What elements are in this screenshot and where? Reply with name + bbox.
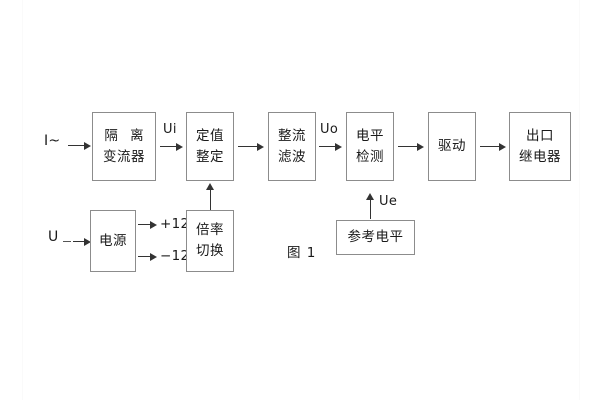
voltage-input-label: U [48,229,59,245]
block-multiplier-switch-line-2: 切换 [196,243,224,259]
block-reference-level: 参考电平 [336,220,415,255]
block-level-detect: 电平 检测 [346,112,394,181]
ui-label: Ui [163,122,177,137]
supply-negative-line [138,256,151,257]
current-input-arrow-icon [84,142,91,150]
supply-positive-arrow-icon [150,221,157,229]
block-drive: 驱动 [428,112,476,181]
reference-to-level-arrow-icon [366,193,374,200]
ue-label: Ue [379,194,398,209]
uo-line [319,146,336,147]
ui-arrow-icon [176,143,183,151]
block-multiplier-switch: 倍率 切换 [186,210,234,272]
voltage-input-line [73,241,85,242]
reference-to-level-line [370,199,371,219]
level-to-drive-line [398,146,418,147]
block-setting-value-line-2: 整定 [196,148,224,165]
multiplier-to-setting-arrow-icon [206,183,214,190]
supply-positive-line [138,224,151,225]
drive-to-relay-arrow-icon [499,143,506,151]
block-output-relay: 出口 继电器 [509,112,571,181]
supply-negative-arrow-icon [150,253,157,261]
block-reference-level-line-1: 参考电平 [347,229,404,246]
figure-panel [22,0,580,400]
multiplier-to-setting-line [210,189,211,210]
block-level-detect-line-2: 检测 [356,148,384,165]
voltage-input-arrow-icon [84,238,91,246]
block-setting-value: 定值 整定 [186,112,234,181]
uo-label: Uo [320,122,339,137]
drive-to-relay-line [480,146,500,147]
current-input-label: I~ [44,133,61,149]
setting-to-rectify-arrow-icon [257,143,264,151]
current-input-line [68,145,85,146]
figure-caption: 图 1 [287,245,317,261]
block-level-detect-line-1: 电平 [356,127,384,144]
block-power-supply-line-1: 电源 [99,232,127,249]
block-power-supply: 电源 [90,210,136,272]
block-rectify-filter: 整流 滤波 [268,112,316,181]
block-rectify-filter-line-2: 滤波 [278,148,306,165]
block-output-relay-line-2: 继电器 [519,148,561,165]
block-isolation-ct-line-2: 变流器 [103,148,145,165]
setting-to-rectify-line [238,146,258,147]
uo-arrow-icon [335,143,342,151]
level-to-drive-arrow-icon [417,143,424,151]
block-rectify-filter-line-1: 整流 [278,127,306,144]
block-isolation-ct: 隔 离 变流器 [92,112,156,181]
block-setting-value-line-1: 定值 [196,127,224,144]
block-multiplier-switch-line-1: 倍率 [196,222,224,239]
block-isolation-ct-line-1: 隔 离 [104,127,148,144]
voltage-input-dash [63,241,71,242]
ui-line [160,146,177,147]
block-output-relay-line-1: 出口 [526,127,554,144]
block-drive-line-1: 驱动 [438,138,466,155]
